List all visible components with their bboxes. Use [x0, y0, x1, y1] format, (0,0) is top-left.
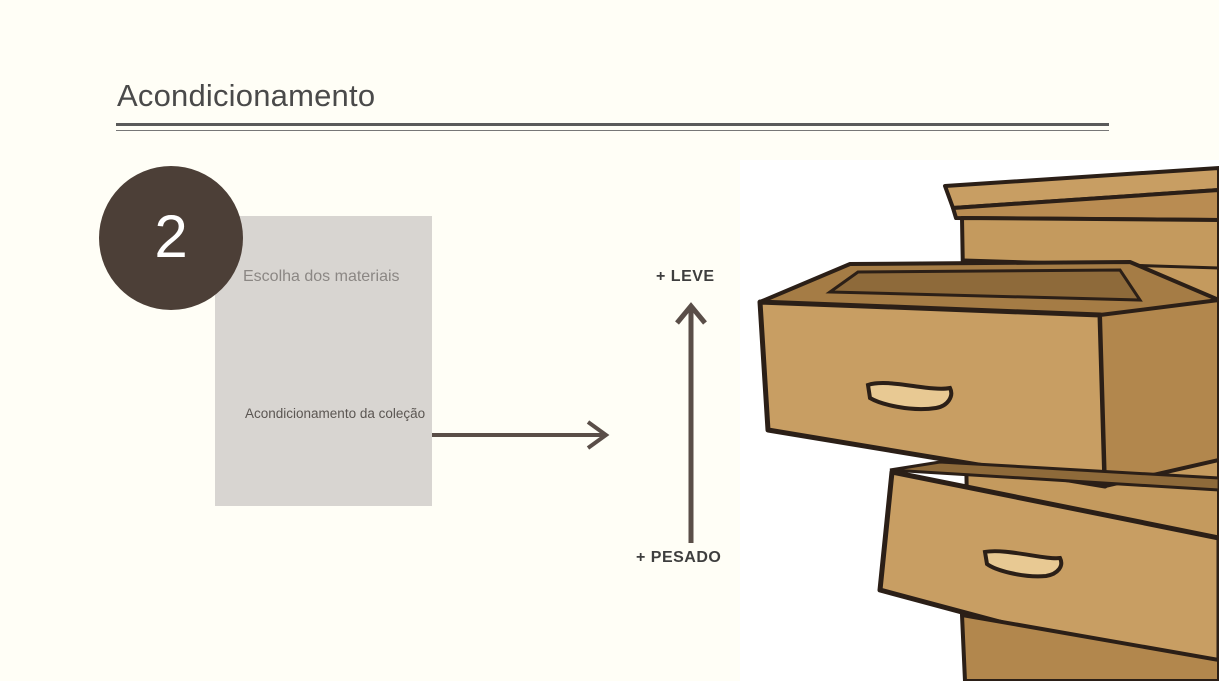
- title-underline: [116, 123, 1109, 126]
- step-number-badge: 2: [99, 166, 243, 310]
- step-item-collection: Acondicionamento da coleção: [245, 406, 426, 421]
- slide-title: Acondicionamento: [117, 78, 376, 113]
- drawer-cabinet-illustration: [740, 160, 1219, 681]
- step-item-materials: Escolha dos materiais: [243, 268, 400, 285]
- right-arrow-icon: [432, 420, 610, 450]
- middle-drawer: [877, 460, 1219, 681]
- scale-top-label: + LEVE: [656, 268, 715, 285]
- top-drawer: [757, 260, 1219, 489]
- step-panel: [215, 216, 432, 506]
- title-underline-thin: [116, 130, 1109, 131]
- step-number: 2: [154, 202, 188, 270]
- scale-bottom-label: + PESADO: [636, 549, 722, 566]
- up-arrow-icon: [675, 302, 707, 543]
